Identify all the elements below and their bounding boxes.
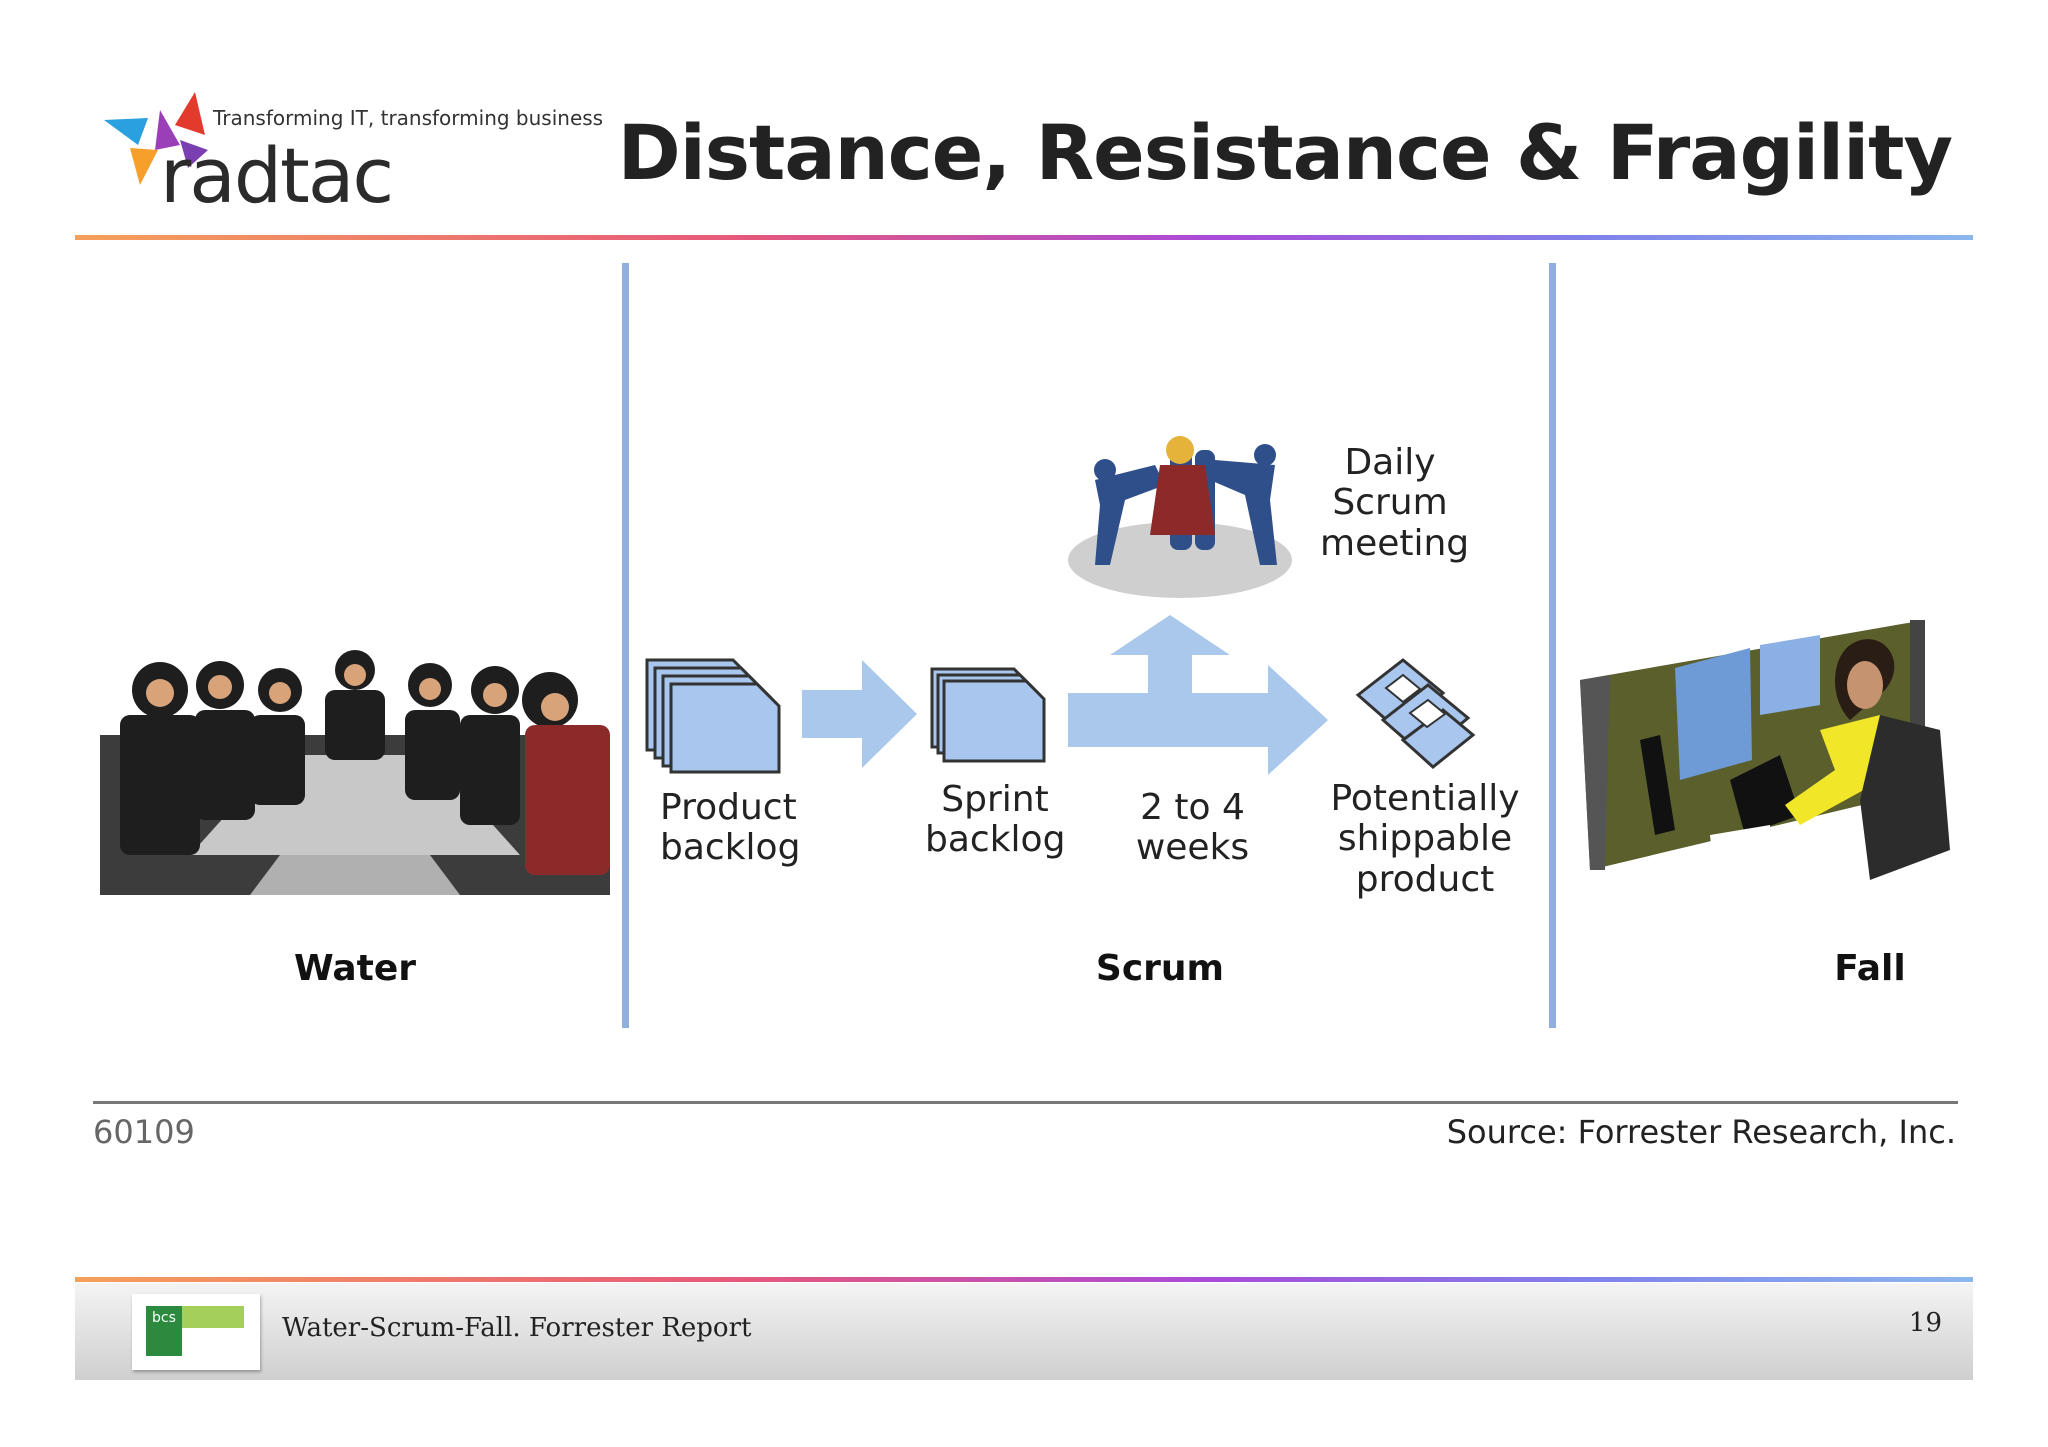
shippable-product-label: Potentially shippable product: [1330, 778, 1520, 900]
page-number: 19: [1908, 1308, 1942, 1338]
svg-text:bcs: bcs: [152, 1310, 176, 1326]
logo-wordmark: radtac: [160, 131, 394, 220]
section-label-water: Water: [293, 948, 417, 989]
footer-text: Water-Scrum-Fall. Forrester Report: [282, 1313, 752, 1343]
bcs-badge: bcs: [132, 1294, 260, 1370]
sprint-backlog-documents-icon: [930, 667, 1046, 763]
divider-water-scrum: [622, 263, 629, 1028]
daily-scrum-label: Daily Scrum meeting: [1320, 442, 1470, 564]
product-backlog-documents-icon: [645, 658, 781, 774]
product-backlog-label: Product backlog: [660, 787, 801, 869]
section-label-scrum: Scrum: [1095, 948, 1225, 989]
logo-petals-icon: [104, 92, 208, 185]
figure-rule: [93, 1101, 1958, 1104]
figure-id: 60109: [93, 1113, 195, 1151]
divider-scrum-fall: [1549, 263, 1556, 1028]
footer-bar: [75, 1283, 1973, 1380]
sprint-backlog-label: Sprint backlog: [925, 779, 1066, 861]
flow-arrow-icon: [802, 660, 917, 768]
slide-title: Distance, Resistance & Fragility: [617, 108, 1953, 197]
footer-divider: [75, 1277, 1973, 1282]
floppy-disks-icon: [1355, 658, 1476, 769]
bcs-logo-icon: bcs: [146, 1306, 244, 1356]
figure-source: Source: Forrester Research, Inc.: [1446, 1113, 1956, 1151]
header-divider: [75, 235, 1973, 240]
water-scrum-fall-figure: Water Product backlog Sprint backlog 2 t…: [90, 255, 1970, 1185]
meeting-room-illustration: [100, 650, 610, 895]
section-label-fall: Fall: [1834, 948, 1906, 989]
sprint-duration-label: 2 to 4 weeks: [1135, 787, 1250, 869]
scrum-huddle-illustration: [1068, 436, 1292, 598]
iteration-arrow-icon: [1068, 615, 1328, 775]
office-worker-illustration: [1580, 620, 1950, 880]
logo-tagline: Transforming IT, transforming business: [213, 106, 604, 130]
